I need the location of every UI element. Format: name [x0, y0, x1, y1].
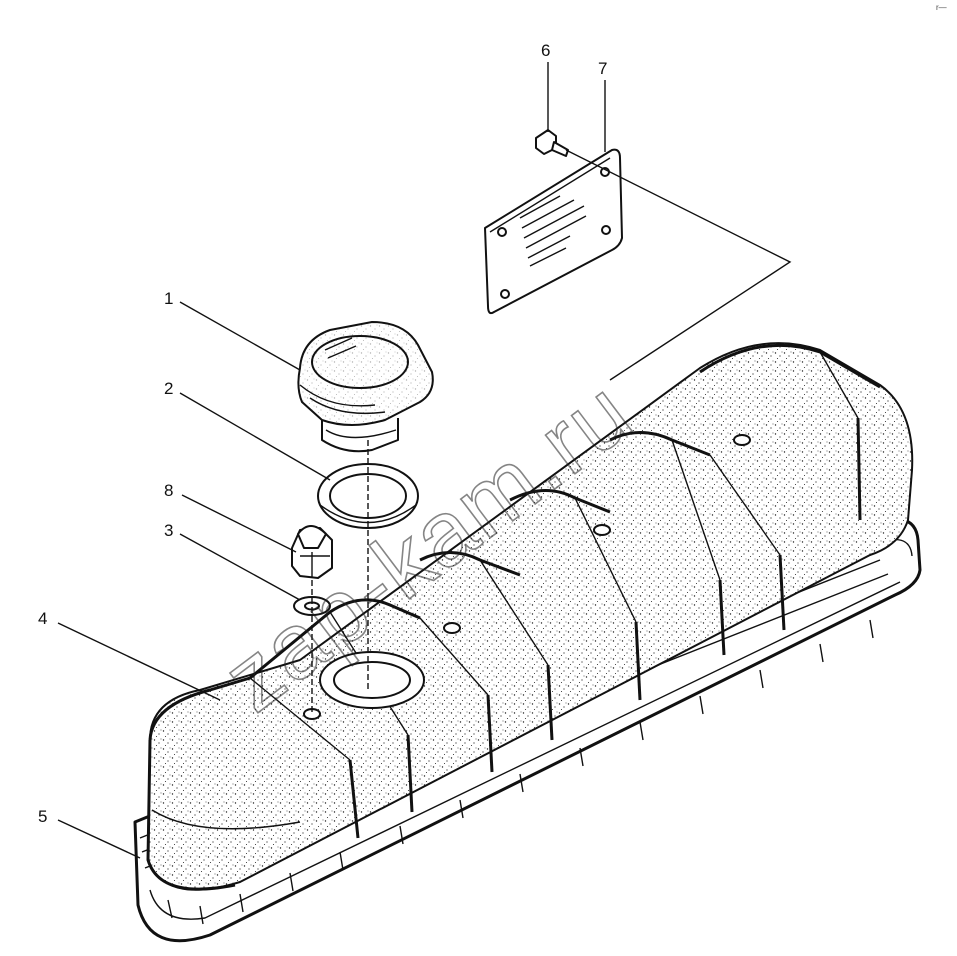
- callout-8: 8: [164, 481, 173, 500]
- callout-3: 3: [164, 521, 173, 540]
- callout-4: 4: [38, 609, 47, 628]
- washer: [293, 596, 331, 616]
- cap-nut: [291, 525, 333, 579]
- callout-7: 7: [598, 59, 607, 78]
- callout-1: 1: [164, 289, 173, 308]
- screw: [535, 129, 569, 157]
- assembly-lines: [311, 149, 792, 714]
- callout-6: 6: [541, 41, 550, 60]
- corner-mark: r—: [936, 3, 947, 12]
- valve-cover: [146, 342, 914, 891]
- leader-lines: [57, 62, 606, 859]
- callout-5: 5: [38, 807, 47, 826]
- callout-2: 2: [164, 379, 173, 398]
- oil-filler-cap: [297, 321, 434, 453]
- name-plate: [484, 148, 623, 315]
